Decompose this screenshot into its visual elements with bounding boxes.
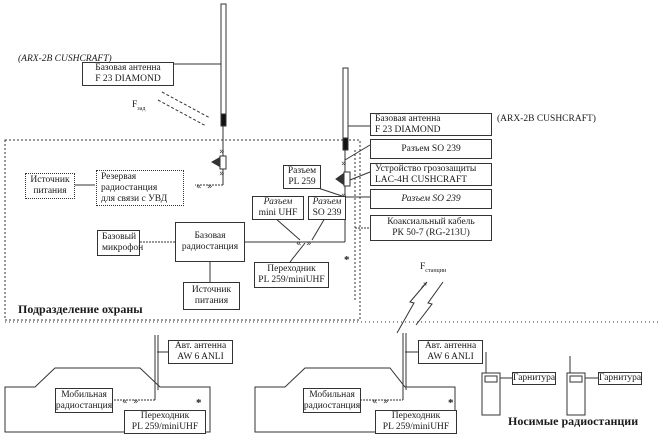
power-source-left: Источник питания	[25, 173, 75, 199]
headset-2: Гарнитура	[598, 372, 642, 385]
f-station-label: Fстанции	[420, 262, 447, 274]
footnote-star-car-1: *	[196, 397, 202, 409]
svg-text:»: »	[219, 169, 225, 179]
svg-text:↗: ↗	[420, 281, 428, 291]
car-1-outline	[4, 367, 211, 433]
portable-radio-1	[481, 372, 501, 416]
reserve-radio-station: Резервая радиостанция для связи с УВД	[96, 170, 184, 206]
adapter-main: Переходник PL 259/miniUHF	[254, 262, 329, 288]
car-antenna-2: Авт. антенна AW 6 ANLI	[418, 340, 483, 364]
svg-text:»: »	[383, 397, 389, 407]
svg-text:«: «	[196, 182, 202, 192]
left-antenna	[220, 3, 227, 123]
car-antenna-1: Авт. антенна AW 6 ANLI	[168, 340, 233, 364]
connector-so239-italic: Разъем SO 239	[370, 189, 492, 209]
base-antenna-left-box: Базовая антенна F 23 DIAMOND	[82, 62, 174, 86]
svg-text:»: »	[133, 397, 139, 407]
svg-text:»: »	[219, 147, 225, 157]
f-zad-label: Fзад	[132, 100, 146, 112]
svg-text:»: »	[207, 182, 213, 192]
adapter-car-2: Переходник PL 259/miniUHF	[375, 410, 457, 434]
footnote-star-car-2: *	[448, 397, 454, 409]
lightning-protector: Устройство грозозащиты LAC-4H CUSHCRAFT	[370, 163, 492, 186]
connector-so239-mid: Разъем SO 239	[308, 196, 346, 220]
connector-pl259: Разъем PL 259	[283, 165, 321, 189]
section-title-portable: Носимые радиостанции	[508, 414, 639, 428]
headset-1: Гарнитура	[512, 372, 556, 385]
base-antenna-right-box: Базовая антенна F 23 DIAMOND	[370, 113, 492, 136]
mobile-station-1: Мобильная радиостанция	[55, 388, 113, 413]
svg-text:»: »	[306, 239, 312, 249]
footnote-star: *	[344, 254, 350, 266]
svg-text:«: «	[372, 397, 378, 407]
model-label-left: (ARX-2B CUSHCRAFT)	[18, 54, 112, 64]
guard-area-frame	[4, 139, 361, 321]
left-lightning-device	[219, 155, 227, 170]
adapter-car-1: Переходник PL 259/miniUHF	[124, 410, 206, 434]
svg-text:«: «	[296, 239, 302, 249]
model-label-right: (ARX-2B CUSHCRAFT)	[497, 114, 596, 124]
portable-radio-2	[566, 372, 586, 416]
base-radio-station: Базовая радиостанция	[175, 222, 245, 262]
mobile-station-2: Мобильная радиостанция	[303, 388, 361, 413]
svg-text:«: «	[122, 397, 128, 407]
coax-cable: Коаксиальный кабель РК 50-7 (RG-213U)	[370, 215, 492, 241]
f-station-arrow-down	[415, 281, 444, 326]
base-microphone: Базовый микрофон	[97, 230, 143, 256]
connector-mini-uhf: Разъем mini UHF	[252, 196, 304, 220]
f-zad-arrow	[161, 91, 211, 119]
connector-so239-top: Разъем SO 239	[370, 139, 492, 159]
power-source-bottom: Источник питания	[183, 282, 240, 310]
f-station-arrow-up	[396, 281, 428, 334]
svg-text:»: »	[341, 159, 347, 169]
section-title-guard: Подразделение охраны	[18, 302, 143, 316]
right-lightning-device	[343, 171, 351, 187]
right-antenna	[342, 67, 349, 149]
